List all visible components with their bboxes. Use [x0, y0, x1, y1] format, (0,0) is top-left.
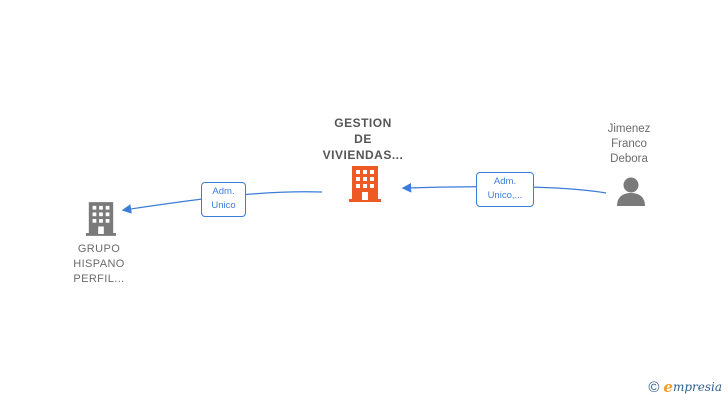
- left-node-label[interactable]: GRUPO HISPANO PERFIL...: [53, 242, 145, 287]
- right-node-label[interactable]: Jimenez Franco Debora: [589, 122, 669, 167]
- left-label-line-1: GRUPO: [77, 243, 121, 255]
- copyright-icon: ©: [648, 378, 660, 396]
- left-label-line-2: HISPANO: [73, 258, 125, 270]
- center-label-line-3: VIVIENDAS...: [322, 148, 404, 162]
- center-node-label[interactable]: GESTION DE VIVIENDAS...: [313, 115, 413, 163]
- person-icon[interactable]: [616, 176, 646, 206]
- edge-label-line-1: Adm.: [212, 186, 235, 197]
- edge-label-line-2: Unico,...: [487, 190, 523, 201]
- edge-label-line-1: Adm.: [493, 176, 517, 187]
- right-label-line-3: Debora: [610, 153, 648, 165]
- building-icon[interactable]: [86, 202, 116, 236]
- center-label-line-1: GESTION: [334, 116, 392, 130]
- right-label-line-2: Franco: [611, 138, 647, 150]
- edge-label-line-2: Unico: [211, 200, 236, 211]
- edge-label-center-to-left[interactable]: Adm. Unico: [201, 182, 246, 217]
- brand-logo-initial: e: [663, 378, 673, 396]
- brand-footer[interactable]: © e mpresia: [648, 378, 722, 396]
- edge-label-right-to-center[interactable]: Adm. Unico,...: [476, 172, 534, 207]
- center-label-line-2: DE: [354, 132, 372, 146]
- right-label-line-1: Jimenez: [607, 123, 651, 135]
- brand-logo-text: mpresia: [672, 380, 722, 394]
- left-label-line-3: PERFIL...: [73, 273, 125, 285]
- building-icon[interactable]: [349, 166, 381, 202]
